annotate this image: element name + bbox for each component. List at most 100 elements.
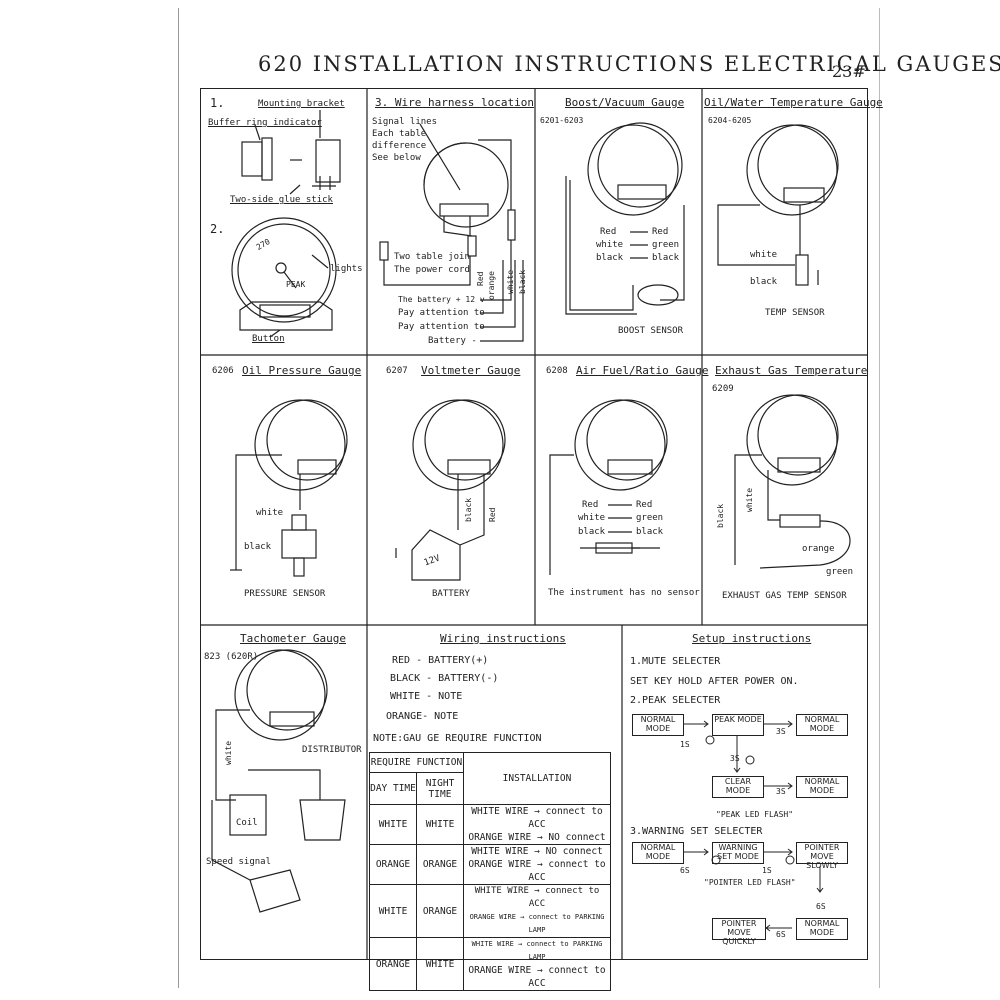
boost-sensor-label: BOOST SENSOR — [618, 326, 684, 336]
time-1s-b: 1S — [762, 866, 772, 875]
mode-box-pointer-quick: POINTER MOVE QUICKLY — [712, 918, 766, 946]
battery-neg-label: Battery - — [428, 336, 477, 346]
battery12-label: The battery + 12 v — [398, 295, 485, 304]
time-6s-c: 6S — [776, 930, 786, 939]
afr-map-right-2: green — [636, 513, 664, 523]
page-title: 620 INSTALLATION INSTRUCTIONS ELECTRICAL… — [258, 52, 1000, 76]
signal-lines-label: Signal lines — [372, 117, 438, 127]
time-3s-b: 3S — [730, 754, 740, 763]
power-cord-label: The power cord — [394, 265, 470, 275]
mode-box-normal-2: NORMAL MODE — [796, 714, 848, 736]
boost-map-right-2: green — [652, 240, 680, 250]
afr-model: 6208 — [546, 366, 568, 376]
oilwater-title: Oil/Water Temperature Gauge — [704, 96, 883, 109]
boost-model: 6201-6203 — [540, 116, 584, 125]
cell-night: WHITE — [416, 937, 464, 991]
oilpress-title: Oil Pressure Gauge — [242, 364, 362, 377]
buffer-ring-label: Buffer ring indicator — [208, 118, 322, 128]
attention2-label: Pay attention to — [398, 322, 485, 332]
egt-title: Exhaust Gas Temperature — [715, 364, 868, 377]
afr-map-right-3: black — [636, 527, 664, 537]
cell-install: WHITE WIRE → connect to ACC ORANGE WIRE →… — [463, 804, 611, 845]
wiring-title: Wiring instructions — [440, 632, 566, 645]
table-row: WHITE ORANGE WHITE WIRE → connect to ACC… — [369, 884, 611, 938]
time-3s: 3S — [776, 727, 786, 736]
mode-box-normal-1: NORMAL MODE — [632, 714, 684, 736]
egt-model: 6209 — [712, 384, 734, 394]
wiring-line-black: BLACK - BATTERY(-) — [390, 673, 499, 684]
paper-sheet — [178, 8, 880, 988]
step1-label: 1. — [210, 96, 225, 110]
peak-label: PEAK — [286, 280, 306, 289]
oilwater-model: 6204-6205 — [708, 116, 752, 125]
glue-stick-label: Two-side glue stick — [230, 195, 333, 205]
egt-green: green — [826, 567, 854, 577]
oilwater-sensor: TEMP SENSOR — [765, 308, 825, 318]
egt-sensor: EXHAUST GAS TEMP SENSOR — [722, 591, 847, 601]
egt-orange: orange — [802, 544, 835, 554]
volt-sensor: BATTERY — [432, 589, 470, 599]
afr-map-right-1: Red — [636, 500, 653, 510]
see-below-label: See below — [372, 153, 421, 163]
oilwater-white: white — [750, 250, 778, 260]
tacho-model: 823 (620R) — [204, 652, 259, 662]
install-orange-line: ORANGE WIRE → connect to ACC — [468, 965, 606, 989]
install-orange-line: ORANGE WIRE → connect to ACC — [468, 859, 606, 883]
boost-map-right-3: black — [652, 253, 680, 263]
two-table-label: Two table join — [394, 252, 470, 262]
cell-night: WHITE — [416, 804, 464, 845]
tacho-speed: Speed signal — [206, 857, 272, 867]
button-label: Button — [252, 334, 285, 344]
table-row: ORANGE WHITE WHITE WIRE → connect to PAR… — [369, 937, 611, 991]
time-1s: 1S — [680, 740, 690, 749]
install-orange-line: ORANGE WIRE → connect to PARKING LAMP — [469, 913, 605, 934]
wiring-line-orange: ORANGE- NOTE — [386, 711, 459, 722]
afr-sensor: The instrument has no sensor — [548, 588, 700, 598]
mode-box-normal-5: NORMAL MODE — [796, 918, 848, 940]
cell-day: WHITE — [369, 884, 417, 938]
require-function-table: REQUIRE FUNCTION INSTALLATION DAY TIME N… — [369, 752, 611, 991]
time-6s-b: 6S — [816, 902, 826, 911]
boost-map-left-1: Red — [600, 227, 617, 237]
oilpress-white: white — [256, 508, 284, 518]
oilpress-sensor: PRESSURE SENSOR — [244, 589, 326, 599]
oilpress-model: 6206 — [212, 366, 234, 376]
peak-selecter: 2.PEAK SELECTER — [630, 695, 721, 706]
install-white-line: WHITE WIRE → connect to ACC — [471, 806, 603, 830]
tacho-distributor: DISTRIBUTOR — [302, 745, 362, 755]
boost-title: Boost/Vacuum Gauge — [565, 96, 685, 109]
mode-box-pointer-slow: POINTER MOVE SLOWLY — [796, 842, 848, 870]
time-3s-c: 3S — [776, 787, 786, 796]
afr-map-left-2: white — [578, 513, 606, 523]
each-table-label: Each table — [372, 129, 427, 139]
cell-day: ORANGE — [369, 937, 417, 991]
mode-box-normal-4: NORMAL MODE — [632, 842, 684, 864]
mode-box-warning: WARNING SET MODE — [712, 842, 764, 864]
oilpress-black: black — [244, 542, 272, 552]
peak-led-flash: "PEAK LED FLASH" — [716, 810, 794, 819]
cell-night: ORANGE — [416, 844, 464, 885]
wiring-line-red: RED - BATTERY(+) — [392, 655, 489, 666]
wiring-note: NOTE:GAU GE REQUIRE FUNCTION — [373, 733, 542, 744]
boost-map-left-2: white — [596, 240, 624, 250]
afr-title: Air Fuel/Ratio Gauge — [576, 364, 709, 377]
mode-box-clear: CLEAR MODE — [712, 776, 764, 798]
mounting-bracket-label: Mounting bracket — [258, 99, 345, 109]
difference-label: difference — [372, 141, 427, 151]
install-orange-line: ORANGE WIRE → NO connect — [468, 832, 606, 843]
cell-install: WHITE WIRE → connect to ACC ORANGE WIRE →… — [463, 884, 611, 938]
mode-box-normal-3: NORMAL MODE — [796, 776, 848, 798]
install-white-line: WHITE WIRE → connect to ACC — [474, 886, 600, 909]
warning-selecter: 3.WARNING SET SELECTER — [630, 826, 763, 837]
step2-label: 2. — [210, 222, 225, 236]
attention1-label: Pay attention to — [398, 308, 485, 318]
key-hold: SET KEY HOLD AFTER POWER ON. — [630, 676, 799, 687]
lights-label: lights — [330, 264, 363, 274]
mute-selecter: 1.MUTE SELECTER — [630, 656, 721, 667]
boost-map-left-3: black — [596, 253, 624, 263]
